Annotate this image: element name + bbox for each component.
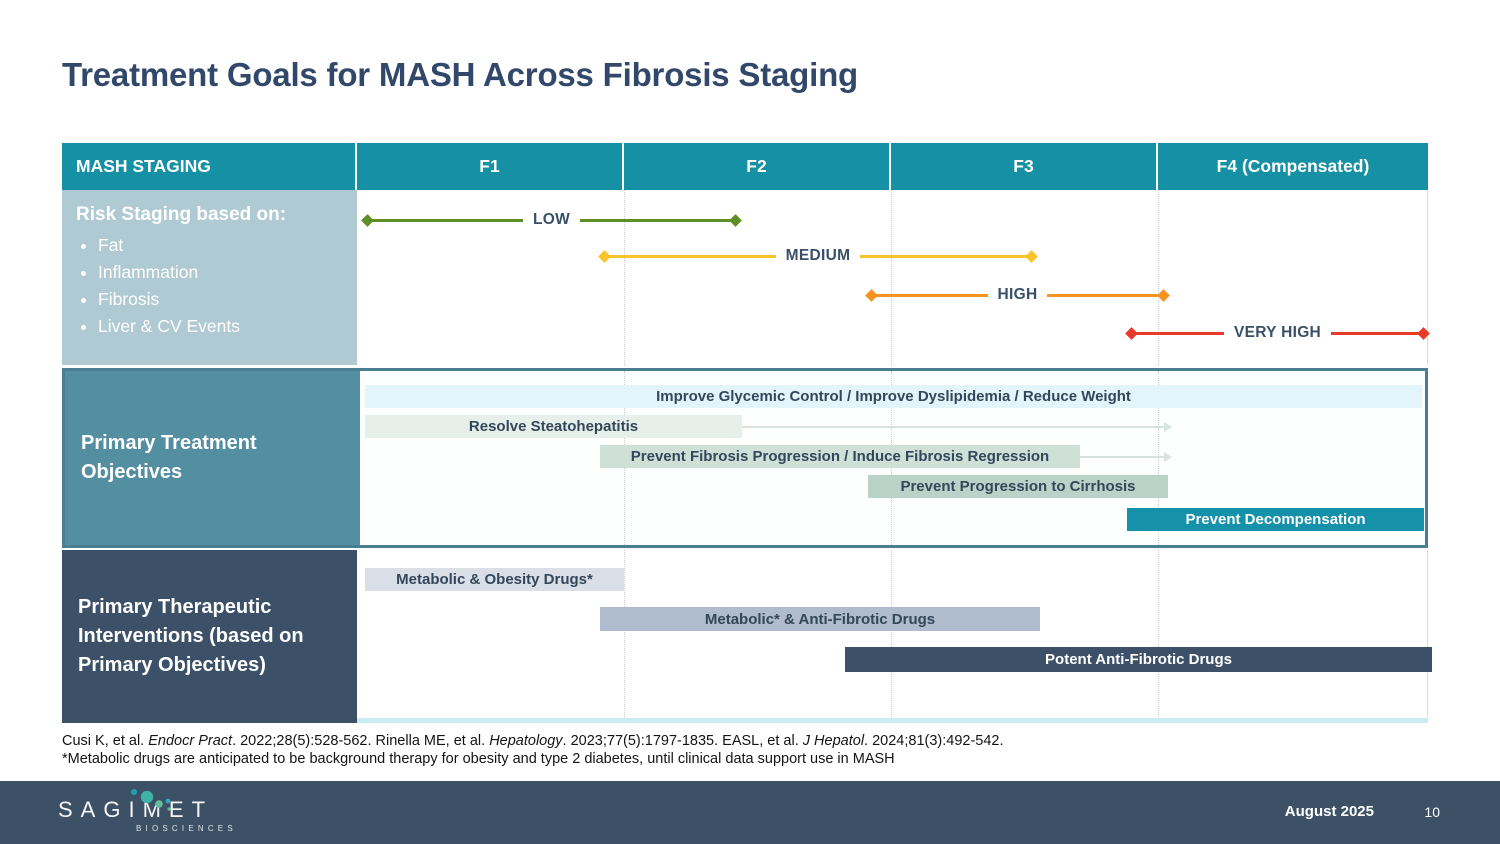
citation-journal: Hepatology: [489, 733, 563, 749]
objectives-row: Primary Treatment Objectives Improve Gly…: [62, 368, 1428, 548]
objective-bar-cirrhosis: Prevent Progression to Cirrhosis: [868, 475, 1168, 498]
column-divider-f3-f4: [1158, 550, 1159, 717]
column-divider-f1-f2: [624, 550, 625, 717]
fade-arrow: [1080, 452, 1172, 462]
risk-arrow-medium-label: MEDIUM: [785, 247, 851, 264]
sagimet-logo-subtext: BIOSCIENCES: [136, 824, 237, 833]
objective-bar-glycemic: Improve Glycemic Control / Improve Dysli…: [365, 385, 1422, 408]
arrow-line: [1331, 331, 1419, 335]
intervention-bar-metabolic-antifibrotic: Metabolic* & Anti-Fibrotic Drugs: [600, 607, 1040, 631]
arrow-line: [372, 218, 523, 222]
risk-staging-heading: Risk Staging based on:: [76, 204, 287, 225]
bottom-accent-strip: [357, 718, 1428, 723]
arrow-line: [1047, 293, 1160, 297]
arrow-diamond-icon: [1025, 249, 1038, 263]
table-header-row: MASH STAGING F1 F2 F3 F4 (Compensated): [62, 143, 1428, 190]
citation-part: Cusi K, et al.: [62, 733, 149, 749]
arrow-diamond-icon: [865, 288, 878, 302]
header-cell-staging: MASH STAGING: [62, 143, 357, 190]
interventions-row: Primary Therapeutic Interventions (based…: [62, 550, 1432, 723]
table-right-edge: [1427, 550, 1428, 717]
header-cell-f4: F4 (Compensated): [1158, 143, 1428, 190]
arrow-diamond-icon: [1417, 326, 1430, 340]
arrow-diamond-icon: [361, 213, 374, 227]
intervention-bar-metabolic-obesity: Metabolic & Obesity Drugs*: [365, 568, 624, 591]
objective-bar-steatohepatitis: Resolve Steatohepatitis: [365, 415, 742, 438]
column-divider-f2-f3: [891, 190, 892, 365]
citation-journal: J Hepatol: [802, 733, 865, 749]
arrow-line: [1136, 331, 1224, 335]
arrow-line: [876, 293, 988, 297]
header-cell-f2: F2: [624, 143, 891, 190]
risk-staging-chart-area: LOW MEDIUM HIGH VERY HIGH: [357, 190, 1430, 365]
interventions-label-cell: Primary Therapeutic Interventions (based…: [62, 550, 357, 723]
column-divider-f3-f4: [1158, 190, 1159, 365]
risk-staging-bullet-list: Fat Inflammation Fibrosis Liver & CV Eve…: [76, 232, 347, 341]
risk-bullet-fibrosis: Fibrosis: [98, 286, 347, 313]
interventions-label: Primary Therapeutic Interventions (based…: [78, 596, 304, 676]
citation-part: . 2024;81(3):492-542.: [864, 733, 1004, 749]
table-right-edge: [1427, 190, 1428, 365]
footnote-line: *Metabolic drugs are anticipated to be b…: [62, 751, 895, 767]
header-cell-f3: F3: [891, 143, 1158, 190]
risk-arrow-very-high: VERY HIGH: [1125, 324, 1430, 341]
objective-bar-decompensation: Prevent Decompensation: [1127, 508, 1424, 531]
footer-date: August 2025: [1284, 803, 1374, 820]
risk-arrow-low: LOW: [361, 211, 742, 228]
risk-arrow-low-label: LOW: [532, 211, 571, 228]
risk-staging-label-cell: Risk Staging based on: Fat Inflammation …: [62, 190, 357, 365]
risk-arrow-very-high-label: VERY HIGH: [1233, 324, 1322, 341]
risk-arrow-medium: MEDIUM: [598, 247, 1038, 264]
arrow-diamond-icon: [598, 249, 611, 263]
page-number: 10: [1424, 804, 1440, 820]
arrow-diamond-icon: [729, 213, 742, 227]
intervention-bar-potent-antifibrotic: Potent Anti-Fibrotic Drugs: [845, 647, 1432, 672]
arrow-line: [860, 254, 1027, 258]
citation-journal: Endocr Pract: [148, 733, 233, 749]
arrow-line: [580, 218, 731, 222]
objectives-label: Primary Treatment Objectives: [81, 432, 257, 483]
header-cell-f1: F1: [357, 143, 624, 190]
sagimet-logo: SAGIMET: [58, 797, 214, 822]
column-divider-f2-f3: [891, 550, 892, 717]
column-divider-f3-f4: [1158, 371, 1159, 545]
risk-bullet-liver-cv: Liver & CV Events: [98, 313, 347, 340]
citation-line-1: Cusi K, et al. Endocr Pract. 2022;28(5):…: [62, 733, 1004, 749]
page-title: Treatment Goals for MASH Across Fibrosis…: [62, 56, 858, 93]
risk-bullet-fat: Fat: [98, 232, 347, 259]
arrow-diamond-icon: [1157, 288, 1170, 302]
footer-bar: SAGIMET BIOSCIENCES August 2025 10: [0, 781, 1500, 844]
column-divider-f1-f2: [624, 190, 625, 365]
objective-bar-fibrosis: Prevent Fibrosis Progression / Induce Fi…: [600, 445, 1080, 468]
arrow-diamond-icon: [1125, 326, 1138, 340]
risk-arrow-high: HIGH: [865, 286, 1170, 303]
fade-arrow: [740, 422, 1172, 432]
logo-dots-icon: [131, 789, 171, 811]
citation-part: . 2023;77(5):1797-1835. EASL, et al.: [562, 733, 803, 749]
risk-arrow-high-label: HIGH: [997, 286, 1038, 303]
risk-bullet-inflammation: Inflammation: [98, 259, 347, 286]
citation-part: . 2022;28(5):528-562. Rinella ME, et al.: [232, 733, 490, 749]
arrow-line: [609, 254, 776, 258]
objectives-label-cell: Primary Treatment Objectives: [65, 371, 360, 545]
